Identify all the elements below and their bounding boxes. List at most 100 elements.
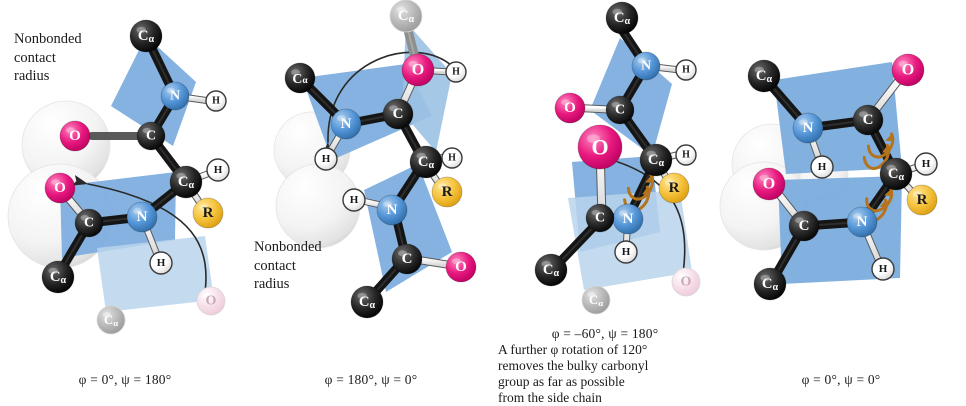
atom-hydrogen-1-label: H: [682, 65, 690, 76]
atom-hydrogen-2-sphere: [914, 152, 938, 176]
atom-oxygen-ghost-label: O: [206, 294, 217, 309]
bond-rotation-helix-phi-head-2: [884, 189, 893, 197]
atom-c-alpha-ghost-label: Cα: [589, 293, 603, 308]
atom-r-group: R: [658, 172, 690, 204]
atom-oxygen-2-label: O: [54, 180, 66, 196]
atom-c-alpha-ghost-specular: [396, 6, 406, 14]
atom-c-alpha-2: Cα: [879, 157, 913, 191]
atom-hydrogen-1: H: [445, 61, 467, 83]
atom-nitrogen-2-sphere: [126, 201, 158, 233]
atom-c-alpha-2: Cα: [409, 145, 443, 179]
atom-c-alpha-2: Cα: [169, 165, 203, 199]
atom-hydrogen-1-sphere: [810, 155, 834, 179]
atom-hydrogen-2: H: [314, 147, 338, 171]
atom-oxygen-ghost: O: [196, 286, 226, 316]
atom-carbon-2-sphere: [391, 243, 423, 275]
atom-oxygen-2-label: O: [591, 135, 608, 160]
atom-oxygen-1-label: O: [412, 62, 424, 79]
atom-nitrogen-1: N: [792, 112, 824, 144]
atom-r-group-label: R: [442, 184, 453, 200]
atom-c-alpha-2-sphere: [639, 143, 673, 177]
atom-c-alpha-ghost: Cα: [581, 285, 611, 315]
atom-nitrogen-1-sphere: [792, 112, 824, 144]
atom-oxygen-2-sphere: [577, 124, 623, 170]
atom-carbon-2-sphere: [585, 203, 615, 233]
ghost-peptide-plane: [97, 236, 214, 312]
upper-peptide-plane: [302, 64, 432, 160]
atom-nitrogen-1-label: N: [170, 89, 180, 104]
atom-hydrogen-1-specular: [680, 64, 686, 69]
atom-oxygen-2-specular: [586, 134, 600, 144]
atom-oxygen-1-label: O: [902, 62, 914, 79]
atom-carbon-1: C: [605, 95, 635, 125]
atom-carbon-2: C: [391, 243, 423, 275]
atom-nitrogen-2-specular: [619, 210, 628, 217]
atom-nitrogen-1-label: N: [641, 59, 651, 74]
atom-c-alpha-2-sphere: [169, 165, 203, 199]
atom-c-alpha-2-label: Cα: [648, 152, 665, 169]
atom-r-group-sphere: [658, 172, 690, 204]
atom-nitrogen-2-label: N: [137, 209, 148, 225]
nonbonded-contact-radius-label-2: Nonbonded contact radius: [254, 239, 322, 293]
atom-carbon-1-sphere: [382, 98, 414, 130]
atom-carbon-1-label: C: [863, 112, 874, 128]
atom-hydrogen-4-specular: [347, 193, 354, 199]
atom-nitrogen-1: N: [330, 108, 362, 140]
atom-r-group-label: R: [669, 180, 680, 196]
atom-hydrogen-1-specular: [815, 160, 822, 166]
atom-oxygen-ghost-sphere: [196, 286, 226, 316]
atom-c-alpha-2-sphere: [409, 145, 443, 179]
atom-oxygen-1-sphere: [554, 92, 586, 124]
atom-carbon-2-sphere: [788, 210, 820, 242]
atom-c-alpha-1: Cα: [284, 62, 316, 94]
atom-nitrogen-2-sphere: [846, 206, 878, 238]
atom-r-group: R: [192, 197, 224, 229]
atom-nitrogen-2: N: [376, 194, 408, 226]
atom-c-alpha-ghost-sphere: [389, 0, 423, 33]
atom-c-alpha-ghost-label: Cα: [104, 313, 118, 328]
bond-rotation-helix-psi-head-1: [881, 145, 891, 153]
atom-r-group-specular: [199, 204, 208, 211]
atom-carbon-2: C: [585, 203, 615, 233]
atom-c-alpha-3-label: Cα: [359, 294, 376, 311]
atom-hydrogen-2: H: [206, 158, 230, 182]
atom-c-alpha-1-specular: [291, 69, 300, 76]
atom-carbon-2-label: C: [595, 211, 605, 226]
atom-carbon-1-specular: [389, 105, 398, 112]
atom-oxygen-1-specular: [66, 127, 75, 134]
bond-rotation-helix-psi-head-2: [885, 133, 895, 142]
atom-c-alpha-3-label: Cα: [762, 276, 779, 293]
atom-c-alpha-3-sphere: [753, 267, 787, 301]
atom-r-group: R: [431, 176, 463, 208]
atom-carbon-1-label: C: [146, 129, 156, 144]
atom-c-alpha-3-sphere: [350, 285, 384, 319]
atom-hydrogen-2: H: [914, 152, 938, 176]
atom-nitrogen-1-label: N: [803, 120, 814, 136]
atom-c-alpha-3: Cα: [753, 267, 787, 301]
atom-hydrogen-3-specular: [154, 256, 161, 262]
upper-peptide-plane: [111, 36, 196, 146]
atom-nitrogen-2-label: N: [623, 211, 634, 227]
atom-c-alpha-ghost-label: Cα: [398, 8, 415, 25]
nonbonded-contact-radius-label-1: Nonbonded contact radius: [14, 31, 82, 85]
atom-carbon-1: C: [852, 104, 884, 136]
atom-c-alpha-1-specular: [612, 8, 622, 16]
atom-oxygen-1: O: [891, 53, 925, 87]
atom-nitrogen-2-sphere: [376, 194, 408, 226]
atom-c-alpha-1: Cα: [747, 59, 781, 93]
atom-hydrogen-3-label: H: [157, 257, 166, 269]
panel-angle-caption-3: φ = –60°, ψ = 180°: [551, 326, 659, 341]
atom-r-group-sphere: [431, 176, 463, 208]
atom-hydrogen-1-sphere: [205, 90, 227, 112]
atom-r-group-sphere: [906, 184, 938, 216]
atom-nitrogen-2-label: N: [387, 202, 398, 218]
atom-hydrogen-3-label: H: [622, 246, 631, 258]
atom-hydrogen-4: H: [342, 188, 366, 212]
atom-carbon-2-label: C: [402, 251, 413, 267]
